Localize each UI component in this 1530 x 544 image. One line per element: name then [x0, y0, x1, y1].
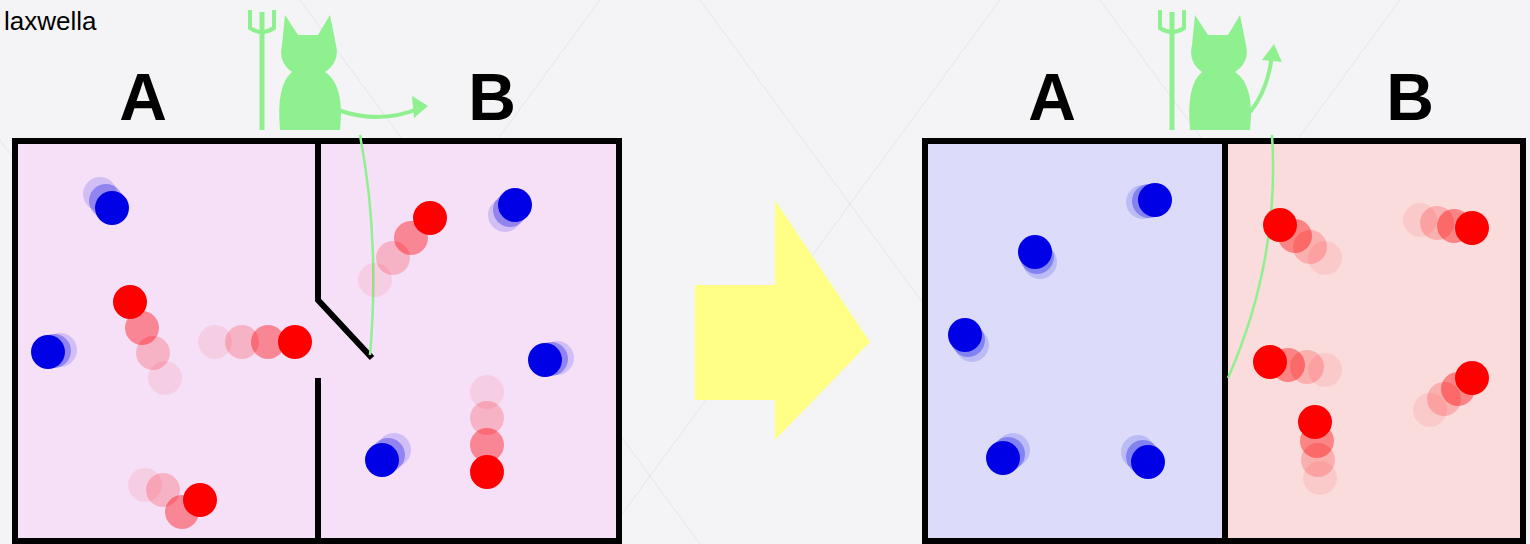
title-fragment: laxwella — [4, 8, 97, 34]
chamber-label: A — [1028, 64, 1076, 130]
chamber-label: A — [119, 64, 167, 130]
chamber-label: B — [1386, 64, 1434, 130]
chamber-label: B — [468, 64, 516, 130]
